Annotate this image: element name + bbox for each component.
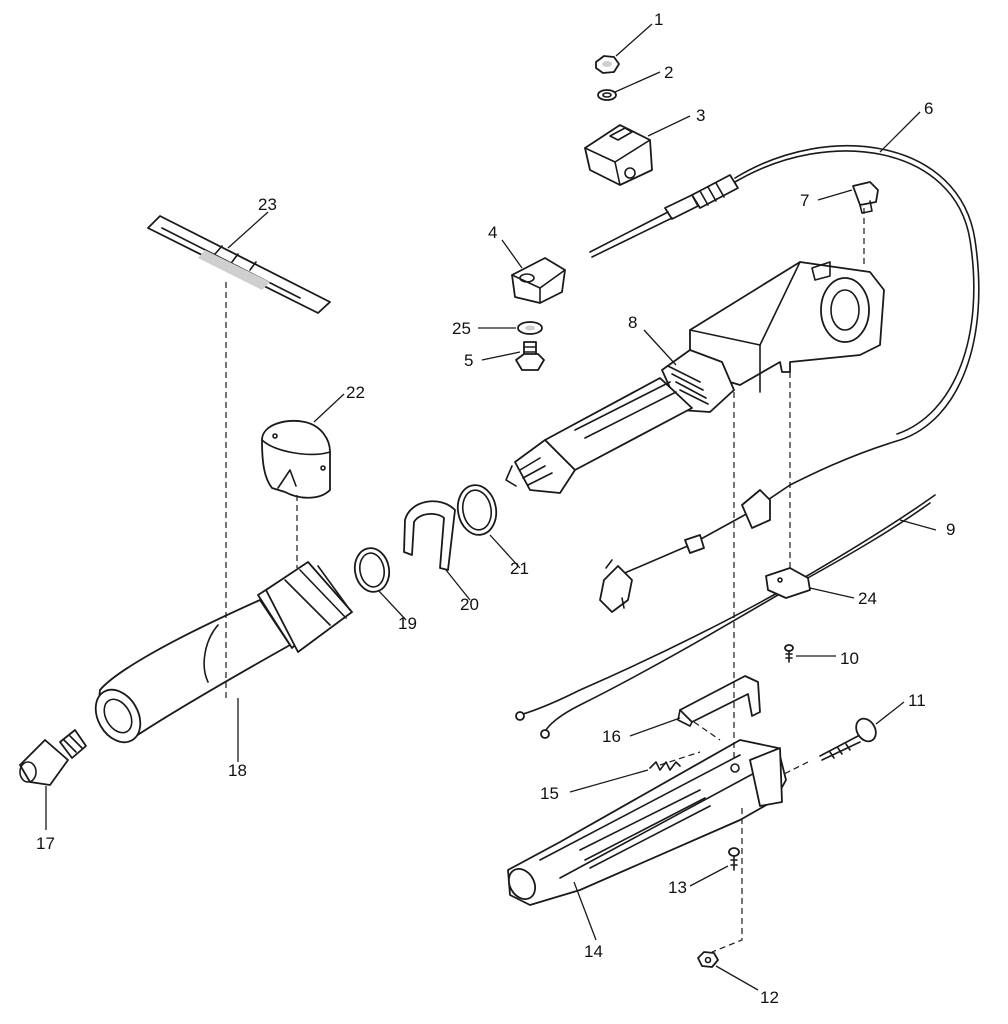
part-8-housing [505, 261, 885, 494]
part-17-tip [19, 729, 87, 786]
callout-12: 12 [760, 988, 779, 1007]
callout-5: 5 [464, 351, 473, 370]
assembly-lines [225, 208, 865, 953]
callout-2: 2 [664, 63, 673, 82]
part-13-screw [728, 847, 740, 871]
callout-4: 4 [488, 223, 497, 242]
part-2-washer [597, 89, 617, 101]
callout-6: 6 [924, 99, 933, 118]
part-6-cable [589, 144, 980, 486]
leader-lines [45, 23, 937, 991]
callout-9: 9 [946, 520, 955, 539]
part-9-wire-harness [515, 484, 936, 739]
part-7-pin [852, 181, 879, 214]
callout-14: 14 [584, 942, 603, 961]
callout-10: 10 [840, 649, 859, 668]
callout-13: 13 [668, 878, 687, 897]
part-19-oring [353, 547, 391, 593]
part-11-screw [819, 717, 877, 761]
callout-25: 25 [452, 319, 471, 338]
callout-24: 24 [858, 589, 877, 608]
part-10-screw [784, 644, 794, 663]
callout-21: 21 [510, 559, 529, 578]
callout-17: 17 [36, 834, 55, 853]
part-21-oring [456, 484, 498, 536]
part-24-bracket [765, 567, 811, 599]
callout-15: 15 [540, 784, 559, 803]
callout-11: 11 [908, 691, 926, 710]
part-25-washer [517, 321, 543, 335]
part-20-clip [403, 500, 456, 571]
callout-8: 8 [628, 313, 637, 332]
part-23-decal [147, 215, 331, 314]
part-16-bracket [677, 675, 761, 727]
callout-3: 3 [696, 106, 705, 125]
part-15-spring [649, 761, 681, 771]
callout-16: 16 [602, 727, 621, 746]
callout-22: 22 [346, 383, 365, 402]
part-4-clamp [511, 257, 566, 304]
callout-18: 18 [228, 761, 247, 780]
part-5-screw [515, 341, 545, 371]
part-14-frame [507, 739, 787, 906]
part-3-cap [584, 124, 653, 186]
callout-1: 1 [654, 10, 663, 29]
part-12-nut [697, 951, 719, 968]
callout-labels: 1 2 3 4 5 6 7 8 9 10 11 12 13 14 15 16 1… [36, 10, 955, 1007]
callout-20: 20 [460, 595, 479, 614]
part-22-band [261, 420, 331, 499]
callout-19: 19 [398, 614, 417, 633]
part-1-nut [595, 55, 620, 74]
callout-7: 7 [800, 191, 809, 210]
part-18-nozzle-body [94, 561, 353, 744]
callout-23: 23 [258, 195, 277, 214]
